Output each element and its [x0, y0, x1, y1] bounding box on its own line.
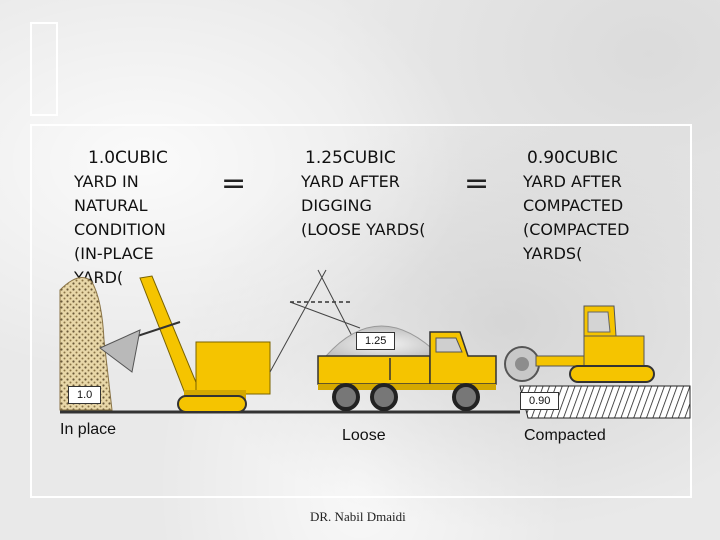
- equals-sign-1: =: [221, 166, 247, 201]
- truck-wheel-1: [332, 383, 360, 411]
- in-place-soil: [59, 277, 113, 411]
- frame-right-line: [690, 124, 692, 498]
- column-in-place-heading: 1.0CUBIC: [88, 148, 168, 168]
- excavator-boom: [139, 275, 201, 397]
- caption-compacted: Compacted: [524, 427, 606, 444]
- frame-bottom-line: [30, 496, 692, 498]
- equals-sign-2: =: [464, 166, 490, 201]
- truck-wheel-2: [370, 383, 398, 411]
- truck-bed: [317, 355, 431, 385]
- caption-loose: Loose: [342, 427, 386, 444]
- column-compacted-heading: 0.90CUBIC: [527, 148, 618, 168]
- tag-loose-volume: 1.25: [356, 332, 396, 350]
- excavator-cab: [195, 341, 271, 395]
- footer-author: DR. Nabil Dmaidi: [310, 509, 406, 524]
- compactor-body: [583, 335, 645, 369]
- truck-wheel-3: [452, 383, 480, 411]
- excavator-track: [177, 395, 247, 413]
- excavator-bucket: [99, 329, 141, 373]
- swing-line-2: [269, 269, 327, 373]
- compactor-frame: [535, 355, 589, 367]
- tag-compacted-volume: 0.90: [520, 392, 560, 410]
- compactor-track: [569, 365, 655, 383]
- truck-chassis: [318, 384, 496, 390]
- truck-window: [435, 337, 463, 353]
- column-compacted-body: YARD AFTER COMPACTED (COMPACTED YARDS(: [523, 172, 630, 263]
- swing-line-4: [289, 301, 361, 329]
- compactor-window: [587, 311, 611, 333]
- compactor-drum-hub: [515, 357, 529, 371]
- column-loose-text: 1.25CUBIC YARD AFTER DIGGING (LOOSE YARDS…: [301, 122, 425, 242]
- column-compacted-text: 0.90CUBIC YARD AFTER COMPACTED (COMPACTED…: [523, 122, 629, 266]
- frame-left-line: [30, 124, 32, 498]
- column-loose-body: YARD AFTER DIGGING (LOOSE YARDS(: [301, 172, 426, 239]
- caption-in-place: In place: [60, 421, 117, 438]
- swing-line-3: [317, 269, 353, 337]
- frame-left-bar: [30, 22, 58, 116]
- frame-top-line: [30, 124, 692, 126]
- column-loose-heading: 1.25CUBIC: [305, 148, 396, 168]
- tag-in-place-volume: 1.0: [68, 386, 102, 404]
